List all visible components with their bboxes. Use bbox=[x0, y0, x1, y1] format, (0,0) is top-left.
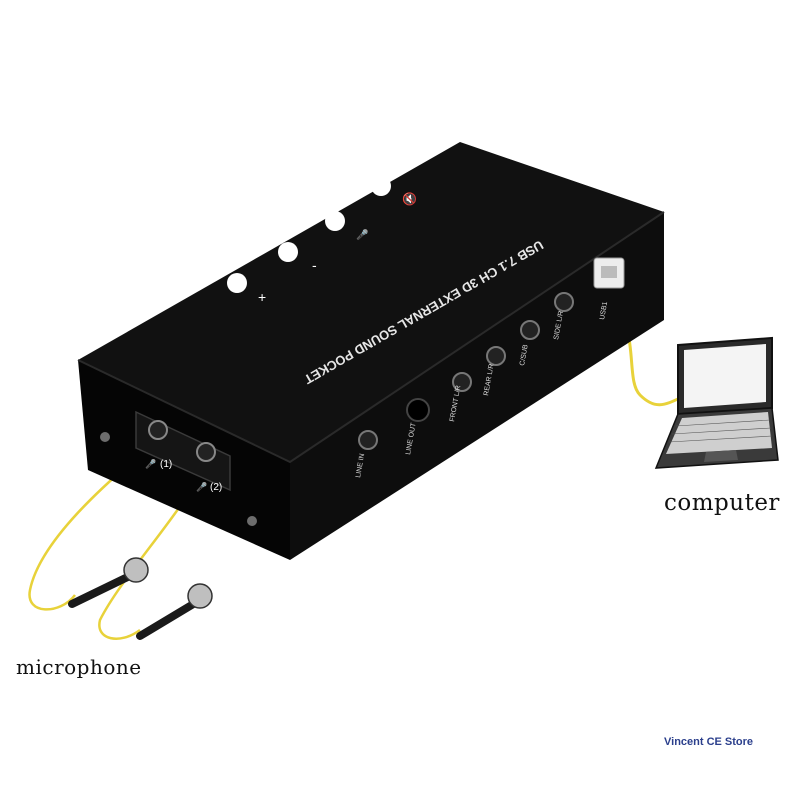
mic-1-port[interactable] bbox=[148, 420, 168, 440]
speaker-mute-button[interactable] bbox=[371, 176, 391, 196]
side-lr-port[interactable] bbox=[554, 292, 574, 312]
screw-icon bbox=[247, 516, 257, 526]
screw-icon bbox=[100, 432, 110, 442]
c-sub-port[interactable] bbox=[520, 320, 540, 340]
speaker-mute-icon: 🔇 bbox=[402, 192, 417, 206]
laptop-icon bbox=[654, 336, 779, 469]
line-out-port[interactable] bbox=[406, 398, 430, 422]
mic-mute-button[interactable] bbox=[325, 211, 345, 231]
store-watermark: Vincent CE Store bbox=[664, 736, 754, 748]
mic-2-port[interactable] bbox=[196, 442, 216, 462]
microphone-label: microphone bbox=[16, 655, 142, 679]
volume-down-button[interactable] bbox=[278, 242, 298, 262]
microphone-icon bbox=[68, 557, 149, 608]
button-sign-minus: - bbox=[312, 257, 317, 273]
mic-symbol-icon: 🎤 bbox=[356, 228, 369, 241]
audio-ports bbox=[358, 257, 625, 450]
computer-label: computer bbox=[664, 490, 780, 516]
microphone-icon bbox=[136, 583, 213, 640]
control-buttons bbox=[227, 176, 391, 293]
mic-port-panel: 🎤 (1) 🎤 (2) bbox=[135, 410, 231, 493]
rear-lr-port[interactable] bbox=[486, 346, 506, 366]
volume-up-button[interactable] bbox=[227, 273, 247, 293]
line-in-port[interactable] bbox=[358, 430, 378, 450]
sound-card: + - 🎤 🔇 USB 7.1 CH 3D EXTERNAL SOUND POC… bbox=[77, 142, 665, 560]
port-label: SIDE L/R bbox=[553, 310, 565, 340]
port-label: C/SUB bbox=[519, 344, 530, 367]
mic-icon: 🎤 bbox=[196, 481, 207, 492]
mic-cables bbox=[28, 454, 200, 640]
port-label: LINE IN bbox=[355, 453, 366, 478]
mic-icon: 🎤 bbox=[145, 458, 156, 469]
port-label: USB1 bbox=[599, 301, 609, 320]
mic-2-label: (2) bbox=[210, 482, 222, 493]
button-sign-plus: + bbox=[258, 289, 266, 305]
front-lr-port[interactable] bbox=[452, 372, 472, 392]
mic-1-label: (1) bbox=[160, 459, 172, 470]
